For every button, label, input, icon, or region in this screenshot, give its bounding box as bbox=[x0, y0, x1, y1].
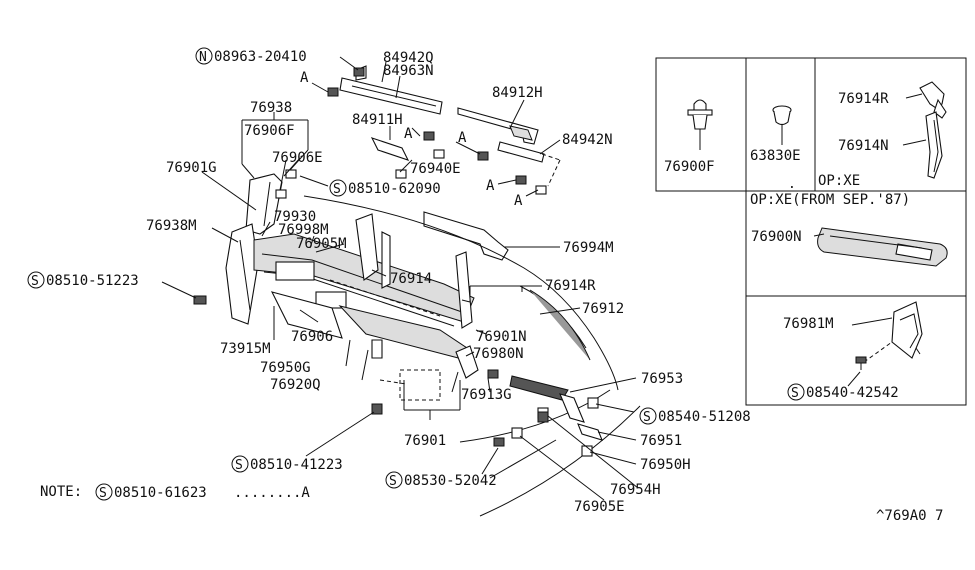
label-76980n: 76980N bbox=[473, 346, 524, 362]
inset-label-08540-42542: 08540-42542 bbox=[806, 385, 899, 401]
label-08510-51223: 08510-51223 bbox=[46, 273, 139, 289]
svg-text:S: S bbox=[333, 182, 341, 197]
label-76940e: 76940E bbox=[410, 161, 461, 177]
label-76906f: 76906F bbox=[244, 123, 295, 139]
inset-panels bbox=[655, 57, 967, 406]
note-dots: ........A bbox=[234, 485, 310, 501]
svg-text:.: . bbox=[788, 177, 796, 192]
svg-text:N: N bbox=[199, 50, 207, 65]
inset-lower-box bbox=[745, 190, 967, 406]
label-76906e: 76906E bbox=[272, 150, 323, 166]
pillar-76914r bbox=[455, 251, 473, 329]
main-assembly bbox=[193, 65, 641, 517]
svg-text:S: S bbox=[31, 274, 39, 289]
circled-s-icon bbox=[231, 455, 249, 473]
pillar-trim-inset-icon bbox=[919, 81, 947, 179]
inset-note-opxe-from: OP:XE(FROM SEP.'87) bbox=[750, 192, 910, 208]
part-labels: N 08963-20410 84942Q 84963N A 84912H 769… bbox=[27, 47, 943, 524]
bracket-76981m-icon bbox=[891, 301, 923, 359]
inset-label-76900f: 76900F bbox=[664, 159, 715, 175]
svg-text:S: S bbox=[99, 486, 107, 501]
inset-label-76914r: 76914R bbox=[838, 91, 889, 107]
label-76906: 76906 bbox=[291, 329, 333, 345]
circled-s-icon bbox=[27, 271, 45, 289]
rail-84942q bbox=[339, 77, 443, 115]
label-76998m: 76998M bbox=[278, 222, 329, 238]
label-84911h: 84911H bbox=[352, 112, 403, 128]
svg-text:S: S bbox=[643, 410, 651, 425]
svg-text:S: S bbox=[235, 458, 243, 473]
label-84942q: 84942Q bbox=[383, 50, 434, 66]
ref-a: A bbox=[300, 70, 309, 86]
circled-s-icon bbox=[385, 471, 403, 489]
inset-label-63830e: 63830E bbox=[750, 148, 801, 164]
clip-76900f-icon bbox=[687, 99, 713, 150]
label-76938m: 76938M bbox=[146, 218, 197, 234]
inset-note-opxe: OP:XE bbox=[818, 173, 860, 189]
inset-label-76900n: 76900N bbox=[751, 229, 802, 245]
leader-lines bbox=[161, 56, 639, 501]
trim-76994m bbox=[423, 211, 509, 261]
label-76901n: 76901N bbox=[476, 329, 527, 345]
panel-76938m bbox=[225, 223, 259, 325]
sill-76953 bbox=[509, 375, 569, 401]
label-73915m: 73915M bbox=[220, 341, 271, 357]
label-76953: 76953 bbox=[641, 371, 683, 387]
diagram-code: ^769A0 7 bbox=[876, 508, 943, 524]
trim-76900n-icon bbox=[817, 227, 948, 267]
label-76950g: 76950G bbox=[260, 360, 311, 376]
note-part: 08510-61623 bbox=[114, 485, 207, 501]
ref-a: A bbox=[514, 193, 523, 209]
svg-text:S: S bbox=[389, 474, 397, 489]
ref-a: A bbox=[404, 126, 413, 142]
screw-icon bbox=[855, 356, 867, 370]
clip-icons bbox=[193, 67, 599, 457]
label-76905e: 76905E bbox=[574, 499, 625, 515]
label-76912: 76912 bbox=[582, 301, 624, 317]
inset-label-76981m: 76981M bbox=[783, 316, 834, 332]
label-84942n: 84942N bbox=[562, 132, 613, 148]
label-08510-41223: 08510-41223 bbox=[250, 457, 343, 473]
label-76913g: 76913G bbox=[461, 387, 512, 403]
label-76954h: 76954H bbox=[610, 482, 661, 498]
label-08963-20410: 08963-20410 bbox=[214, 49, 307, 65]
circled-n-icon bbox=[195, 47, 213, 65]
label-08540-51208: 08540-51208 bbox=[658, 409, 751, 425]
circled-s-icon bbox=[95, 483, 113, 501]
label-76950h: 76950H bbox=[640, 457, 691, 473]
svg-text:S: S bbox=[791, 386, 799, 401]
label-79930: 79930 bbox=[274, 209, 316, 225]
label-76938: 76938 bbox=[250, 100, 292, 116]
label-76901g: 76901G bbox=[166, 160, 217, 176]
label-76914r: 76914R bbox=[545, 278, 596, 294]
label-08530-52042: 08530-52042 bbox=[404, 473, 497, 489]
ref-a: A bbox=[458, 130, 467, 146]
label-76901: 76901 bbox=[404, 433, 446, 449]
inset-label-76914n: 76914N bbox=[838, 138, 889, 154]
label-76951: 76951 bbox=[640, 433, 682, 449]
grommet-63830e-icon bbox=[772, 105, 792, 145]
label-84963n: 84963N bbox=[383, 63, 434, 79]
label-76994m: 76994M bbox=[563, 240, 614, 256]
label-76920q: 76920Q bbox=[270, 377, 321, 393]
label-84912h: 84912H bbox=[492, 85, 543, 101]
label-76914: 76914 bbox=[390, 271, 432, 287]
circled-s-icon bbox=[787, 383, 805, 401]
label-76905m: 76905M bbox=[296, 236, 347, 252]
circled-s-icon bbox=[639, 407, 657, 425]
ref-a: A bbox=[486, 178, 495, 194]
circled-s-icon bbox=[329, 179, 347, 197]
note-prefix: NOTE: bbox=[40, 484, 82, 500]
label-08510-62090: 08510-62090 bbox=[348, 181, 441, 197]
bracket-84912h bbox=[457, 107, 539, 145]
